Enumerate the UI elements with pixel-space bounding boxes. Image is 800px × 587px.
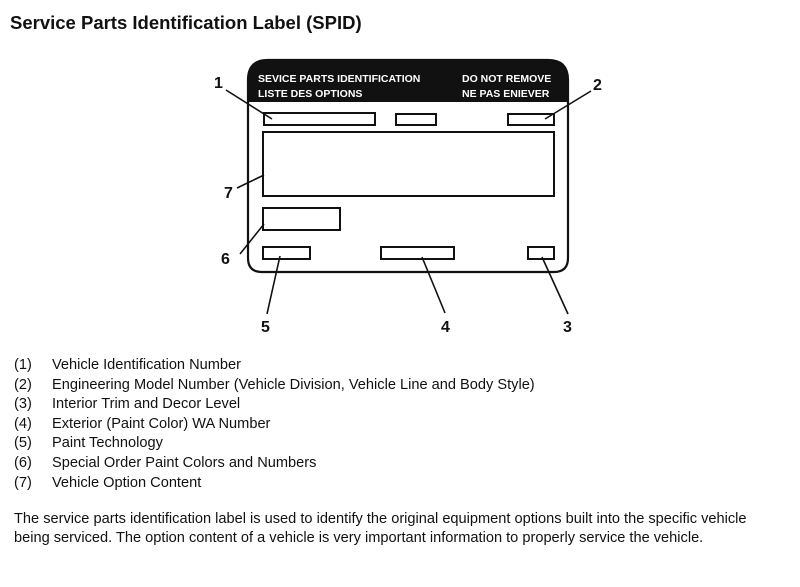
callout-3: 3: [563, 319, 572, 336]
header-left-line2: LISTE DES OPTIONS: [258, 88, 362, 100]
callout-6: 6: [221, 251, 230, 268]
legend-item: (3) Interior Trim and Decor Level: [14, 395, 535, 415]
legend-text: Paint Technology: [52, 435, 163, 452]
callout-4: 4: [441, 319, 450, 336]
legend-item: (4) Exterior (Paint Color) WA Number: [14, 415, 535, 435]
field-special-paint: [262, 207, 341, 231]
field-interior-trim: [527, 246, 555, 260]
legend-number: (6): [14, 454, 32, 471]
field-vin: [263, 112, 376, 126]
legend-number: (5): [14, 435, 32, 452]
header-left-line1: SEVICE PARTS IDENTIFICATION: [258, 73, 420, 85]
legend-number: (1): [14, 357, 32, 373]
leader-lines: [225, 89, 592, 315]
callout-7: 7: [224, 185, 233, 202]
legend-number: (3): [14, 396, 32, 413]
legend-number: (4): [14, 415, 32, 432]
legend-text: Interior Trim and Decor Level: [52, 396, 241, 413]
legend-item: (5) Paint Technology: [14, 434, 535, 454]
field-option-content: [262, 131, 555, 197]
header-right-line1: DO NOT REMOVE: [462, 73, 551, 85]
legend-number: (2): [14, 376, 32, 393]
field-exterior-wa: [380, 246, 455, 260]
legend-text: Engineering Model Number (Vehicle Divisi…: [52, 376, 535, 393]
spid-label-diagram: SEVICE PARTS IDENTIFICATION LISTE DES OP…: [214, 58, 602, 336]
page-title: Service Parts Identification Label (SPID…: [10, 12, 362, 33]
description-paragraph: The service parts identification label i…: [14, 511, 747, 547]
callout-1: 1: [214, 75, 223, 92]
legend-text: Vehicle Identification Number: [52, 357, 242, 373]
legend-item: (6) Special Order Paint Colors and Number…: [14, 454, 535, 474]
header-right-line2: NE PAS ENIEVER: [462, 88, 550, 100]
label-header-band: [248, 60, 568, 102]
legend-item: (2) Engineering Model Number (Vehicle Div…: [14, 376, 535, 396]
callout-5: 5: [261, 319, 270, 336]
legend-text: Vehicle Option Content: [52, 474, 202, 491]
legend-item: (7) Vehicle Option Content: [14, 474, 535, 494]
callout-2: 2: [593, 77, 602, 94]
legend-list: (1) Vehicle Identification Number (2) Engi…: [14, 356, 535, 493]
legend-item: (1) Vehicle Identification Number: [14, 356, 535, 376]
field-paint-technology: [262, 246, 311, 260]
field-model-number: [507, 113, 555, 126]
legend-text: Special Order Paint Colors and Numbers: [52, 454, 317, 471]
field-small-center: [395, 113, 437, 126]
legend-number: (7): [14, 474, 32, 491]
legend-text: Exterior (Paint Color) WA Number: [52, 415, 271, 432]
